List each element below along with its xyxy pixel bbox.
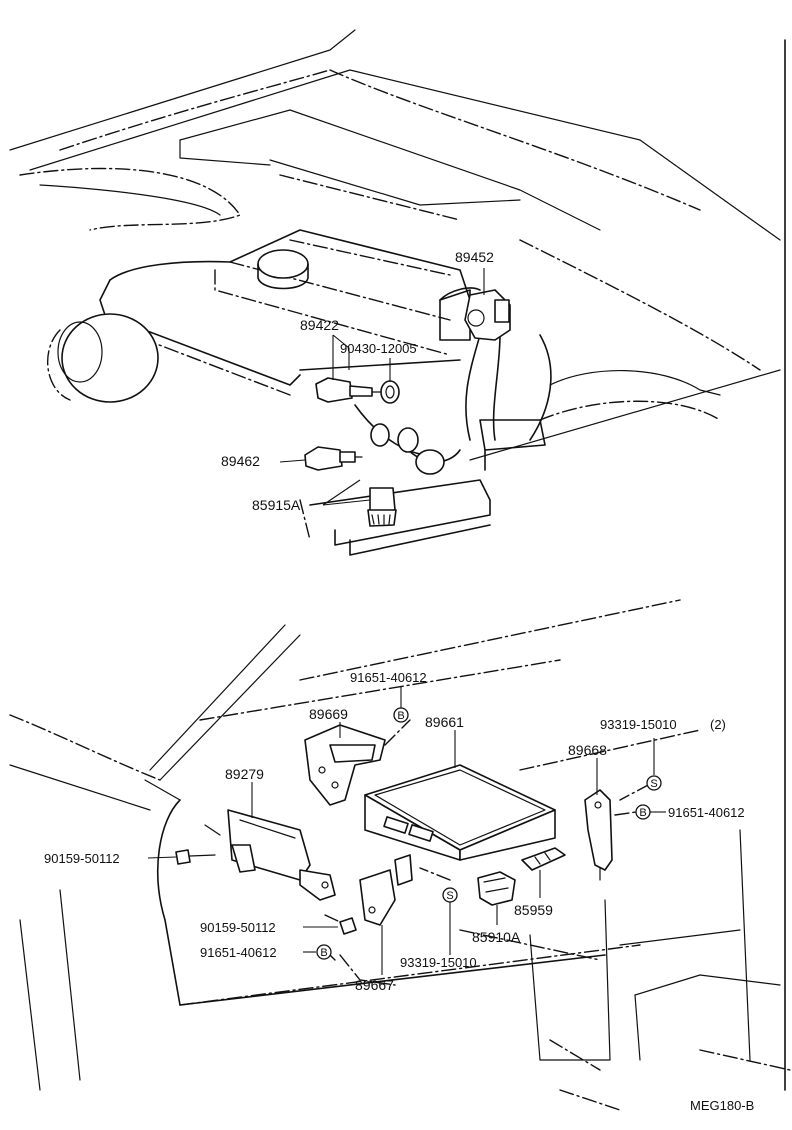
bracket-89669: [304, 724, 386, 806]
symbol-b-right: B: [635, 804, 651, 820]
label-89462: 89462: [221, 453, 260, 469]
label-91651-40612-top: 91651-40612: [350, 670, 427, 685]
engine-bay-outline: [9, 29, 781, 556]
bracket-89668: [584, 789, 613, 871]
screw-path-s-lower: [419, 867, 451, 881]
label-90159-50112-lower: 90159-50112: [200, 920, 276, 935]
symbol-b-top: B: [393, 707, 409, 723]
label-93319-15010-top: 93319-15010: [600, 717, 677, 732]
label-89452: 89452: [455, 249, 494, 265]
symbol-b-lower: B: [316, 944, 332, 960]
label-89668: 89668: [568, 742, 607, 758]
screw-path-top: [384, 719, 411, 746]
label-89279: 89279: [225, 766, 264, 782]
label-85915a: 85915A: [252, 497, 301, 513]
bolt-90159-left: [175, 849, 216, 865]
bolt-90159-lower: [324, 914, 357, 935]
figure-code: MEG180-B: [690, 1098, 754, 1113]
label-90159-50112-left: 90159-50112: [44, 851, 120, 866]
connector-85959: [521, 847, 566, 871]
label-89661: 89661: [425, 714, 464, 730]
water-temp-sensor-89422: [315, 377, 381, 403]
intake-air-temp-sensor-89462: [304, 446, 363, 471]
throttle-position-sensor-89452: [464, 289, 511, 341]
connector-85910a: [477, 871, 516, 906]
symbol-s-top: S: [646, 775, 662, 791]
label-89422: 89422: [300, 317, 339, 333]
label-91651-40612-right: 91651-40612: [668, 805, 745, 820]
label-85959: 85959: [514, 902, 553, 918]
label-qty-2: (2): [710, 717, 726, 732]
label-90430-12005: 90430-12005: [340, 341, 417, 356]
leader-lines-top: [279, 268, 485, 506]
gasket-90430: [380, 380, 400, 404]
svg-text:B: B: [397, 710, 404, 722]
label-89667: 89667: [355, 977, 394, 993]
svg-text:B: B: [639, 807, 646, 819]
svg-text:B: B: [320, 947, 327, 959]
label-89669: 89669: [309, 706, 348, 722]
svg-text:S: S: [650, 778, 657, 790]
reservoir-cap: [257, 249, 309, 279]
ecu-module-89661: [364, 764, 556, 861]
label-93319-15010-lower: 93319-15010: [400, 955, 477, 970]
screw-path-right: [614, 811, 637, 816]
bracket-89279: [227, 809, 336, 901]
symbol-s-lower: S: [442, 887, 458, 903]
svg-text:S: S: [446, 890, 453, 902]
screw-path-s-top: [619, 783, 651, 801]
label-85910a: 85910A: [472, 929, 521, 945]
connector-85915a: [367, 487, 397, 527]
leader-lines-bottom: [147, 686, 666, 975]
bracket-89667: [359, 854, 413, 926]
label-91651-40612-lower: 91651-40612: [200, 945, 277, 960]
